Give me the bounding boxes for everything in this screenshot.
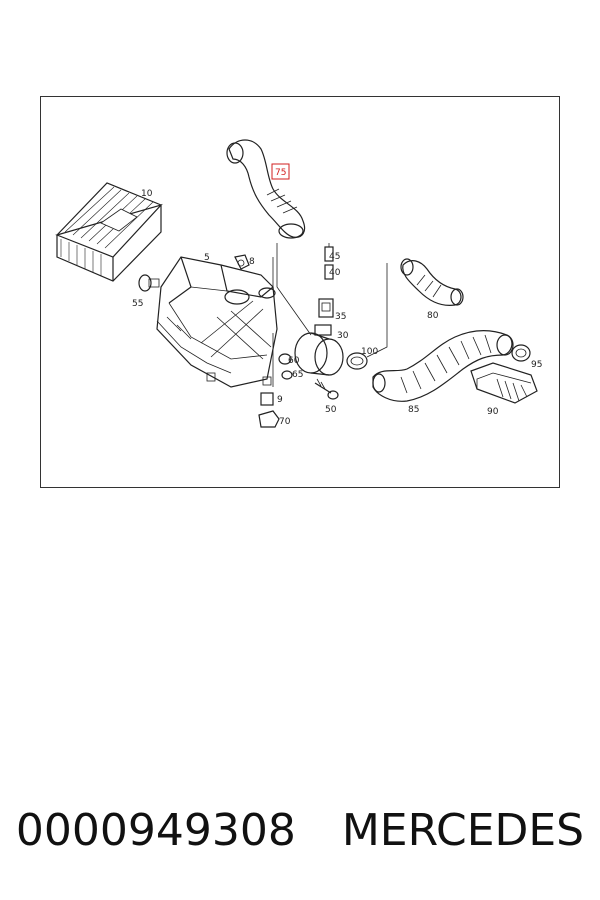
intake-snorkel-90 [470,362,538,404]
clip-8 [234,254,250,270]
callout-10: 10 [141,189,153,199]
screw-60 [278,353,292,365]
callout-60: 60 [288,356,300,366]
mount-9 [260,392,274,406]
intake-hose-75 [226,139,306,239]
callout-45: 45 [329,252,340,262]
sensor-45 [324,243,334,262]
hose-80 [400,258,464,306]
callout-40: 40 [329,268,341,278]
callout-30: 30 [337,331,349,341]
air-mass-meter-30 [294,324,344,376]
callout-95: 95 [531,360,542,370]
washer-65 [281,370,293,380]
callout-50: 50 [325,405,337,415]
callout-90: 90 [487,407,499,417]
callout-5: 5 [204,253,210,263]
callout-80: 80 [427,311,439,321]
air-filter-housing [156,256,278,388]
bolt-50 [314,378,339,400]
screw-40 [324,264,334,280]
callout-55: 55 [132,299,143,309]
part-caption: 0000949308 MERCEDES [0,795,600,865]
callout-65: 65 [292,370,303,380]
parts-diagram: 10 55 5 8 75 45 40 35 30 60 65 9 70 50 1… [40,96,560,488]
callout-8: 8 [249,257,255,267]
grommet-55 [138,274,160,292]
callout-9: 9 [277,395,283,405]
callout-75-box [271,163,290,180]
brand-name: MERCEDES [341,804,585,856]
part-number: 0000949308 [15,804,296,856]
air-filter-element [55,182,163,282]
exploded-view-drawing: 10 55 5 8 75 45 40 35 30 60 65 9 70 50 1… [55,139,542,428]
callout-85: 85 [408,405,419,415]
callout-75: 75 [275,168,286,178]
intake-duct-85 [372,330,514,402]
clamp-100 [346,352,368,370]
callout-70: 70 [279,417,291,427]
bracket-35 [318,298,334,318]
callout-35: 35 [335,312,346,322]
clamp-95 [511,344,531,362]
callout-100: 100 [361,347,378,357]
holder-70 [258,410,280,428]
